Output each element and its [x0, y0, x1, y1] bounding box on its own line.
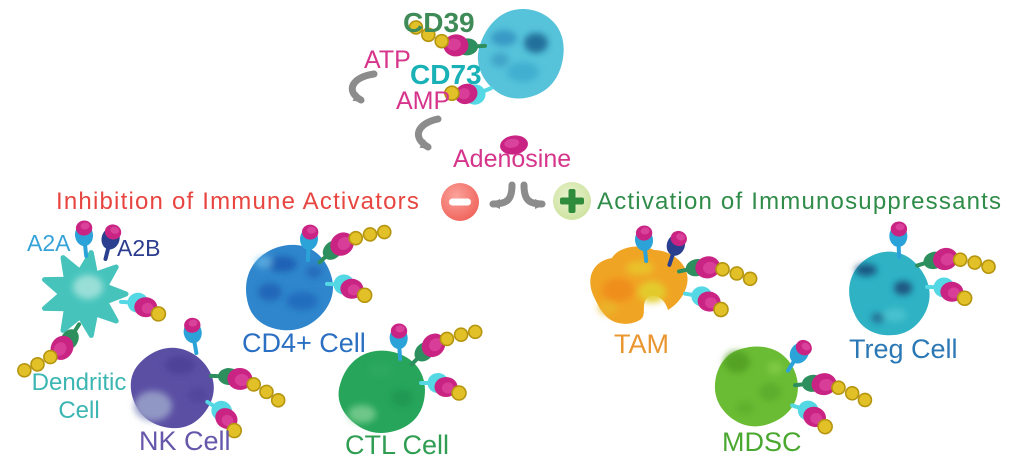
cd39-complex-icon — [675, 245, 760, 302]
arrow-amp-to-adenosine — [414, 115, 442, 151]
activation-branch-label: Activation of Immunosuppressants — [597, 188, 1003, 215]
arrow-atp-to-amp — [348, 70, 378, 104]
cd73-complex-icon — [326, 274, 372, 303]
ctl-cell-label: CTL Cell — [345, 430, 450, 460]
adenosine-molecule-icon — [500, 135, 528, 155]
tam-cell-shape — [590, 246, 688, 324]
mdsc-cell-label: MDSC — [722, 427, 802, 457]
nk-cell-label: NK Cell — [139, 426, 231, 456]
cd73-complex-icon — [120, 292, 166, 321]
arrow-to-activation — [520, 181, 546, 209]
plus-icon — [553, 182, 591, 220]
treg-cell-shape — [833, 237, 945, 350]
nk-cell-shape — [115, 330, 230, 445]
ctl-cell-shape — [332, 343, 432, 440]
cd73-complex-icon — [680, 281, 734, 320]
amp-label: AMP — [396, 87, 451, 115]
cd73-complex-icon — [926, 277, 972, 306]
cd4-cell-shape — [233, 233, 345, 343]
cd39-label: CD39 — [403, 7, 475, 38]
tumor-cell-shape — [468, 0, 574, 109]
atp-label: ATP — [364, 46, 411, 74]
mdsc-cell-shape — [703, 334, 809, 438]
dendritic-cell-shape — [42, 250, 129, 338]
dendritic-cell-label: Dendritic Cell — [31, 369, 127, 424]
treg-cell-label: Treg Cell — [849, 334, 958, 364]
cd73-complex-icon — [419, 371, 468, 402]
minus-icon — [441, 183, 479, 221]
cd73-label: CD73 — [410, 59, 482, 90]
a2b-receptor-label: A2B — [117, 235, 161, 261]
cd4-cell-label: CD4+ Cell — [242, 328, 366, 358]
arrow-to-inhibition — [489, 181, 516, 209]
a2a-receptor-label: A2A — [27, 230, 71, 256]
a2a-receptor-icon — [179, 314, 208, 357]
adenosine-label: Adenosine — [453, 145, 572, 173]
inhibition-branch-label: Inhibition of Immune Activators — [56, 188, 421, 215]
tam-cell-label: TAM — [614, 329, 669, 359]
